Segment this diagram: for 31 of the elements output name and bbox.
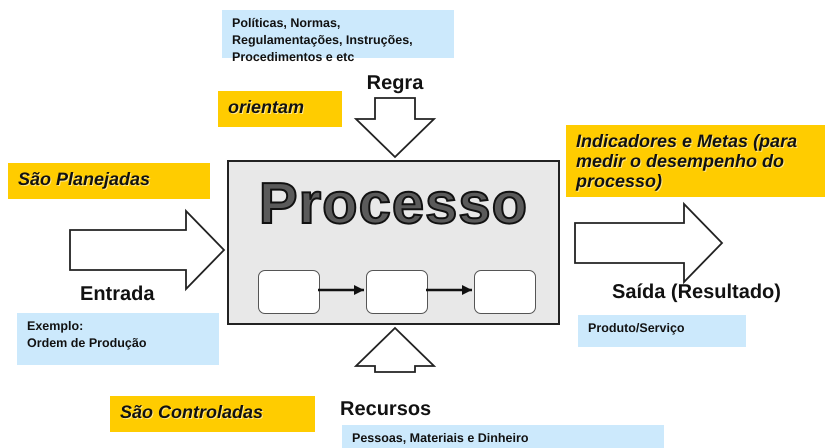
edge-label: Recursos bbox=[340, 398, 432, 420]
block-arrow bbox=[354, 326, 436, 373]
note-text: Produto/Serviço bbox=[588, 320, 685, 337]
edge-label: Entrada bbox=[80, 283, 154, 305]
note-text: Exemplo: bbox=[27, 318, 84, 335]
process-title: Processo bbox=[258, 172, 530, 236]
info-note bbox=[342, 425, 664, 448]
step-box bbox=[258, 270, 320, 314]
highlight-note bbox=[110, 396, 315, 432]
edge-label: Saída (Resultado) bbox=[612, 281, 781, 303]
highlight-note bbox=[566, 125, 825, 197]
arrow bbox=[426, 285, 472, 295]
step-box bbox=[474, 270, 536, 314]
step-box bbox=[366, 270, 428, 314]
note-text: Pessoas, Materiais e Dinheiro bbox=[352, 430, 528, 447]
note-text: Ordem de Produção bbox=[27, 335, 146, 352]
info-note bbox=[578, 315, 746, 347]
block-arrow bbox=[69, 208, 226, 292]
note-text: São Planejadas bbox=[18, 169, 150, 189]
note-text: orientam bbox=[228, 97, 304, 117]
edge-label: Regra bbox=[366, 72, 424, 94]
block-arrow bbox=[574, 202, 724, 284]
info-note bbox=[17, 313, 219, 365]
highlight-note bbox=[8, 163, 210, 199]
highlight-note bbox=[218, 91, 342, 127]
note-text: Indicadores e Metas (para medir o desempenho do processo) bbox=[576, 131, 798, 191]
process-box bbox=[227, 160, 560, 325]
note-text: Políticas, Normas, Regulamentações, Instruções, Procedimentos e etc bbox=[232, 15, 414, 66]
arrow bbox=[318, 285, 364, 295]
note-text: São Controladas bbox=[120, 402, 264, 422]
block-arrow bbox=[354, 97, 436, 158]
